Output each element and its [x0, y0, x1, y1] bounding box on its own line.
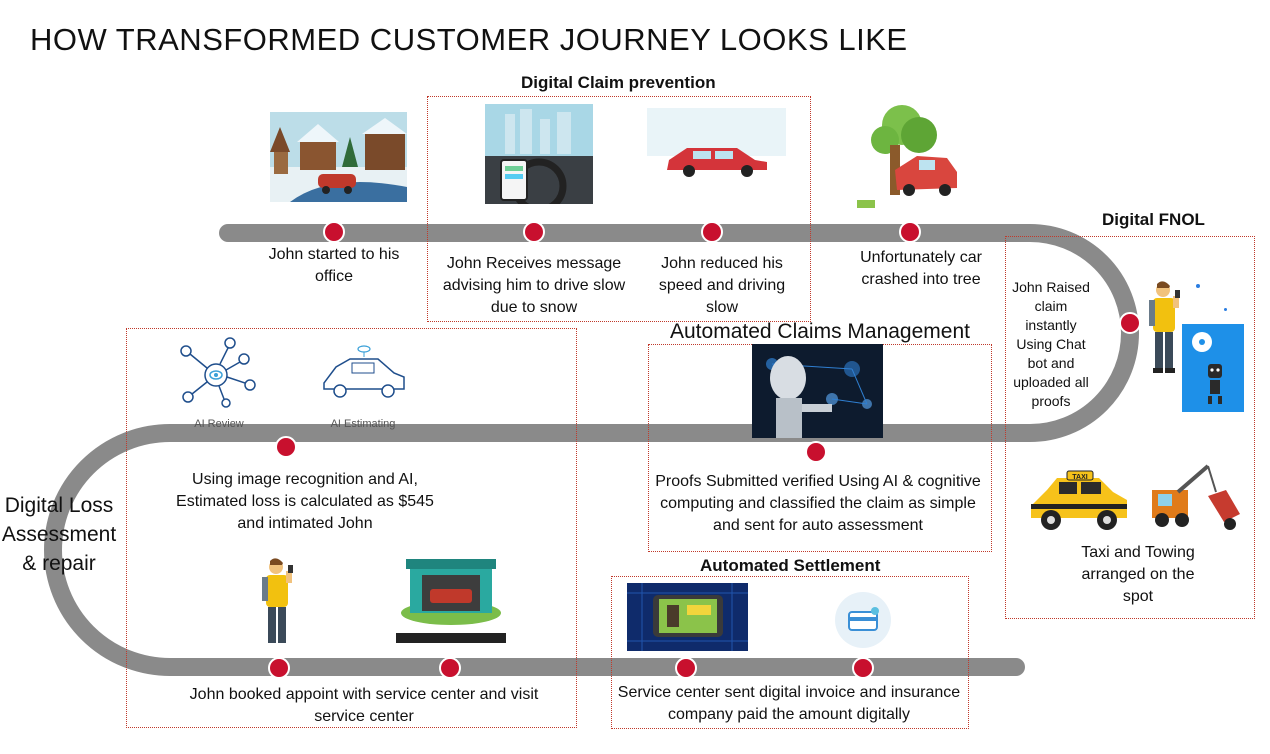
milestone-dot-fnol [1119, 312, 1141, 334]
caption-invoice: Service center sent digital invoice and … [617, 684, 961, 723]
car-crash-tree-image [857, 100, 967, 210]
caption-taxi: Taxi and Towing arranged on the spot [1081, 544, 1195, 605]
milestone-dot-invoice [675, 657, 697, 679]
caption-booked: John booked appoint with service center … [189, 686, 539, 725]
dot-decoration [1196, 284, 1200, 288]
claim-prevention-box [427, 96, 811, 322]
loss-assessment-box [126, 328, 577, 728]
person-phone-image [1145, 280, 1187, 374]
tow-truck-image [1148, 462, 1244, 532]
person-booking-image [258, 557, 302, 647]
section-title-fnol: Digital FNOL [1102, 210, 1205, 229]
section-title-settlement: Automated Settlement [700, 556, 881, 575]
pay-bill-image [627, 583, 748, 651]
service-center-image [396, 537, 506, 643]
milestone-dot-visit [439, 657, 461, 679]
milestone-dot-message [523, 221, 545, 243]
milestone-dot-booked [268, 657, 290, 679]
milestone-dot-paid [852, 657, 874, 679]
chatbot-image [1182, 324, 1244, 412]
caption-estimate: Using image recognition and AI, Estimate… [176, 471, 434, 532]
ai-estimating-label: AI Estimating [330, 418, 396, 430]
ai-review-icon [178, 337, 262, 409]
milestone-dot-estimate [275, 436, 297, 458]
milestone-dot-verified [805, 441, 827, 463]
phone-message-image [485, 104, 593, 212]
dot-decoration [1224, 308, 1227, 311]
taxi-sign-label: TAXI [1072, 474, 1087, 481]
page-title: HOW TRANSFORMED CUSTOMER JOURNEY LOOKS L… [30, 22, 908, 57]
ai-estimating-icon [318, 345, 410, 403]
milestone-dot-reduced [701, 221, 723, 243]
milestone-dot-start [323, 221, 345, 243]
taxi-image: TAXI [1027, 470, 1131, 532]
card-payment-icon [835, 592, 891, 648]
ai-robot-image [752, 344, 883, 438]
ai-review-label: AI Review [194, 418, 244, 430]
track-path [44, 224, 1139, 676]
fnol-box [1005, 236, 1255, 619]
caption-reduced: John reduced his speed and driving slow [658, 255, 786, 316]
snowy-village-car-image [270, 112, 407, 202]
section-title-claims-mgmt: Automated Claims Management [670, 320, 970, 343]
section-title-claim-prevention: Digital Claim prevention [521, 73, 716, 92]
milestone-dot-crash [899, 221, 921, 243]
caption-crash: Unfortunately car crashed into tree [860, 249, 982, 288]
caption-message: John Receives message advising him to dr… [442, 255, 626, 316]
caption-verified: Proofs Submitted verified Using AI & cog… [655, 473, 981, 534]
red-car-snow-image [647, 108, 786, 180]
caption-start: John started to his office [268, 246, 400, 285]
section-title-loss-assessment: Digital Loss Assessment & repair [1, 494, 117, 575]
caption-fnol: John Raised claim instantly Using Chat b… [1012, 279, 1090, 409]
settlement-box [611, 576, 969, 729]
